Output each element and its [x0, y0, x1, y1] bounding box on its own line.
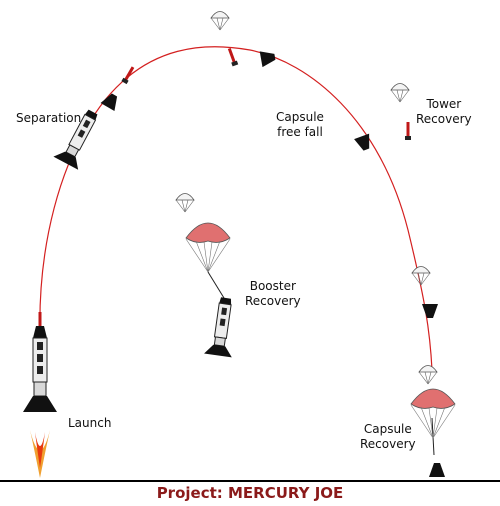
separation-tower [119, 64, 138, 86]
booster-main-chute [185, 222, 231, 273]
apex-tower-chute [210, 11, 230, 31]
booster-recovery-booster [203, 295, 241, 358]
launch-flame [30, 430, 50, 478]
descending-capsule [422, 304, 438, 318]
capsule-drogue-chute [411, 266, 431, 286]
booster-recovery-label: Booster Recovery [245, 279, 301, 308]
tower-recovery-label: Tower Recovery [416, 97, 472, 126]
tower-recovery-tower [403, 120, 413, 142]
launch-rocket [21, 310, 59, 414]
tower-recovery-chute [390, 83, 410, 103]
booster-drogue-chute [175, 193, 195, 213]
separation-label: Separation [16, 111, 82, 125]
apex-capsule [259, 48, 277, 68]
apex-tower [224, 45, 240, 68]
capsule-recovery-drogue [418, 365, 438, 385]
trajectory-path [39, 46, 433, 371]
freefall-capsule [354, 133, 374, 153]
capsule-free-fall-label: Capsule free fall [276, 110, 324, 139]
separation-capsule [100, 90, 122, 112]
page-title: Project: MERCURY JOE [156, 484, 344, 502]
capsule-recovery-capsule [429, 463, 445, 477]
capsule-recovery-label: Capsule Recovery [360, 422, 416, 451]
launch-label: Launch [68, 416, 112, 430]
